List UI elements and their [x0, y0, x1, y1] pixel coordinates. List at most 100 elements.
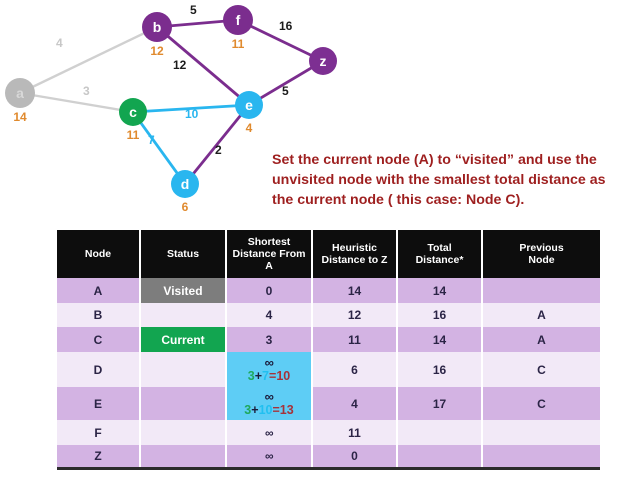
table-row[interactable]: B 4 12 16 A	[57, 303, 600, 327]
cell-shortest-distance: ∞	[226, 445, 313, 468]
graph-node-b[interactable]: b	[142, 12, 172, 42]
column-header-previous-node: Previous Node	[482, 230, 600, 278]
cell-shortest-distance: ∞	[226, 420, 313, 445]
cell-status	[140, 420, 227, 445]
cell-heuristic-distance: 6	[312, 352, 398, 387]
cell-shortest-distance: 0	[226, 278, 313, 303]
calculation-expression: 3+10=13	[227, 403, 311, 417]
table-row[interactable]: E ∞ 3+10=13 4 17 C	[57, 387, 600, 420]
cell-previous-node	[482, 445, 600, 468]
annotation-line3-c: ( this case: Node C).	[383, 192, 525, 208]
instruction-annotation: Set the current node (A) to “visited” an…	[272, 150, 638, 210]
cell-shortest-distance: ∞ 3+7=10	[226, 352, 313, 387]
cell-previous-node	[482, 278, 600, 303]
cell-status	[140, 352, 227, 387]
cell-node: F	[57, 420, 141, 445]
graph-node-f[interactable]: f	[223, 5, 253, 35]
heuristic-value-e: 4	[245, 121, 253, 135]
infinity-symbol: ∞	[264, 388, 274, 404]
cell-heuristic-distance: 14	[312, 278, 398, 303]
cell-node: D	[57, 352, 141, 387]
header-heuristic-line1: Heuristic	[332, 242, 377, 254]
cell-total-distance: 16	[397, 352, 483, 387]
cell-heuristic-distance: 4	[312, 387, 398, 420]
graph-node-b-label: b	[152, 19, 162, 35]
header-total-line2: Distance*	[415, 254, 464, 266]
cell-shortest-distance: 3	[226, 327, 313, 352]
column-header-shortest-distance: Shortest Distance From A	[226, 230, 313, 278]
graph-node-z[interactable]: z	[309, 47, 337, 75]
cell-total-distance: 17	[397, 387, 483, 420]
cell-previous-node: C	[482, 352, 600, 387]
heuristic-value-a: 14	[13, 110, 27, 124]
graph-node-c[interactable]: c	[119, 98, 147, 126]
graph-node-a[interactable]: a	[5, 78, 35, 108]
calc-operand-a: 3	[247, 368, 255, 383]
graph-node-c-label: c	[129, 104, 137, 120]
graph-node-d-label: d	[180, 176, 190, 192]
column-header-total-distance: Total Distance*	[397, 230, 483, 278]
calc-operator: +	[251, 402, 259, 417]
header-total-line1: Total	[427, 242, 452, 254]
cell-status	[140, 445, 227, 468]
table-row[interactable]: D ∞ 3+7=10 6 16 C	[57, 352, 600, 387]
annotation-line1-a: Set the current node (A) to	[272, 152, 455, 168]
infinity-symbol: ∞	[264, 354, 274, 370]
header-previous-line2: Node	[528, 254, 555, 266]
cell-previous-node: A	[482, 303, 600, 327]
dijkstra-table: Node Status Shortest Distance From A Heu…	[57, 230, 600, 470]
edge-a-c	[19, 91, 134, 114]
graph-node-z-label: z	[319, 53, 327, 69]
cell-node: B	[57, 303, 141, 327]
edge-f-z	[237, 18, 324, 63]
cell-node: E	[57, 387, 141, 420]
graph-node-e[interactable]: e	[235, 91, 263, 119]
table-row[interactable]: C Current 3 11 14 A	[57, 327, 600, 352]
cell-status	[140, 387, 227, 420]
heuristic-value-c: 11	[126, 128, 140, 142]
edge-d-e	[183, 104, 251, 185]
cell-heuristic-distance: 11	[312, 420, 398, 445]
cell-previous-node: C	[482, 387, 600, 420]
heuristic-value-f: 11	[231, 37, 245, 51]
cell-heuristic-distance: 11	[312, 327, 398, 352]
cell-node: A	[57, 278, 141, 303]
annotation-current-node-emphasis: current node	[297, 192, 384, 208]
cell-status: Current	[140, 327, 227, 352]
edge-b-e	[156, 25, 250, 107]
edge-label-f-z: 16	[279, 19, 293, 33]
cell-heuristic-distance: 12	[312, 303, 398, 327]
edge-label-c-d: 7	[148, 133, 155, 147]
column-header-heuristic-distance: Heuristic Distance to Z	[312, 230, 398, 278]
edge-label-b-f: 5	[190, 3, 197, 17]
column-header-node: Node	[57, 230, 141, 278]
calculation-expression: 3+7=10	[227, 369, 311, 383]
table-row[interactable]: F ∞ 11	[57, 420, 600, 445]
cell-node: C	[57, 327, 141, 352]
calc-operand-a: 3	[244, 402, 252, 417]
edge-label-b-e: 12	[173, 58, 187, 72]
heuristic-value-b: 12	[150, 44, 164, 58]
calc-equals: =	[269, 368, 277, 383]
calc-operand-b: 10	[258, 402, 273, 417]
annotation-line2: unvisited node with the smallest total d…	[272, 172, 606, 188]
graph-node-d[interactable]: d	[171, 170, 199, 198]
cell-node: Z	[57, 445, 141, 468]
table-row[interactable]: Z ∞ 0	[57, 445, 600, 468]
edge-c-e	[132, 103, 250, 114]
cell-status	[140, 303, 227, 327]
header-previous-line1: Previous	[519, 242, 564, 254]
heuristic-value-d: 6	[181, 200, 189, 214]
cell-total-distance: 14	[397, 327, 483, 352]
edge-a-b	[19, 25, 158, 95]
graph-node-a-label: a	[16, 85, 24, 101]
edge-label-d-e: 2	[215, 143, 222, 157]
cell-status: Visited	[140, 278, 227, 303]
header-shortest-line2: Distance From	[232, 248, 306, 260]
cell-total-distance: 14	[397, 278, 483, 303]
edge-label-e-z: 5	[282, 84, 289, 98]
cell-total-distance	[397, 445, 483, 468]
graph-node-e-label: e	[245, 97, 253, 113]
table-row[interactable]: A Visited 0 14 14	[57, 278, 600, 303]
